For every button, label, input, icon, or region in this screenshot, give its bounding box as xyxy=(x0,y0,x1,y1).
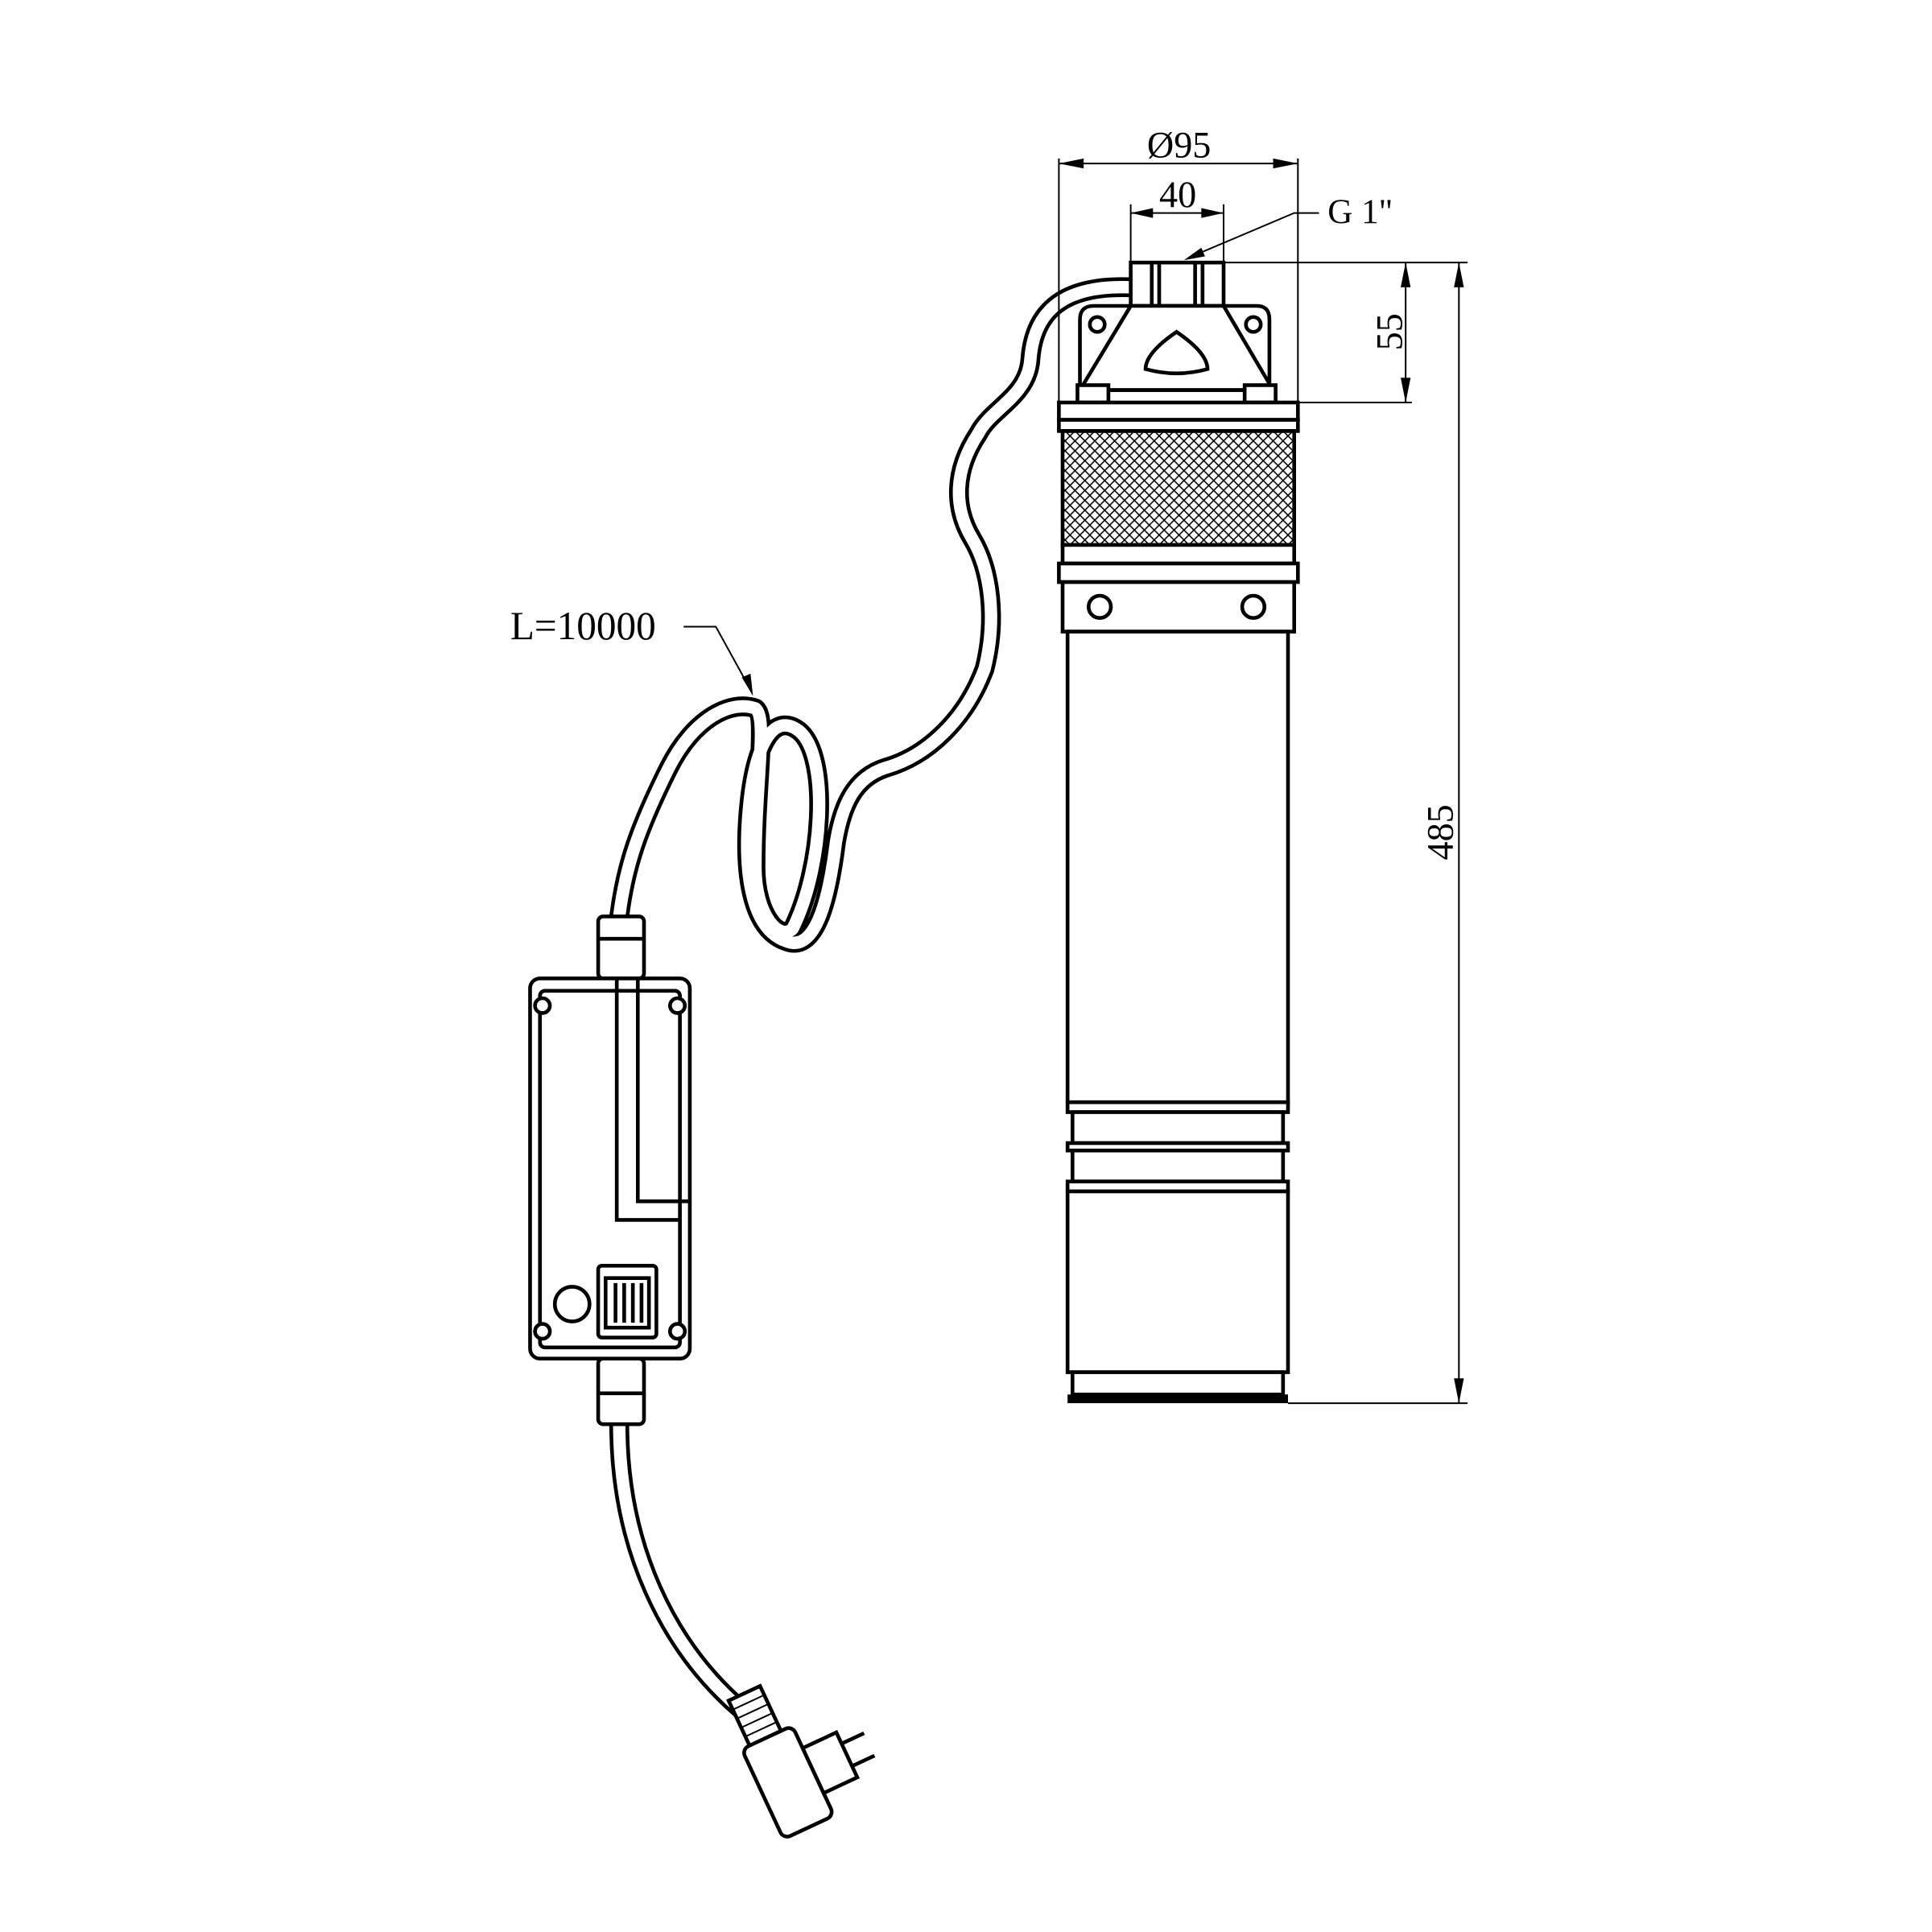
outlet-width-label: 40 xyxy=(1159,174,1196,215)
reset-button xyxy=(552,1285,592,1323)
total-height-label: 485 xyxy=(1420,804,1461,860)
cable-gland-top xyxy=(596,914,646,980)
cable-gland-bottom xyxy=(596,1356,646,1426)
head-height-label: 55 xyxy=(1369,313,1410,350)
cable-length-label: L=10000 xyxy=(510,604,656,648)
diameter-label: Ø95 xyxy=(1147,124,1211,165)
pump-body xyxy=(1057,260,1300,1404)
control-box xyxy=(528,914,692,1426)
power-cable xyxy=(609,277,1141,1719)
plug-icon xyxy=(726,1683,876,1839)
thread-label: G 1" xyxy=(1327,193,1393,231)
dimension-lines xyxy=(683,158,1468,1405)
